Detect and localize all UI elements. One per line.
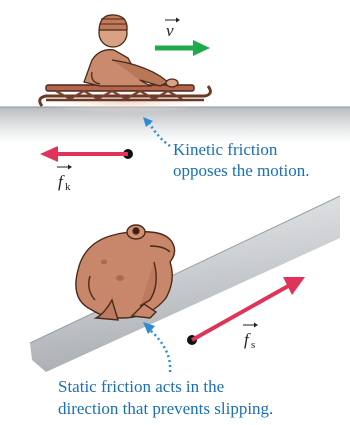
static-caption-line-2: direction that prevents slipping. xyxy=(58,399,273,418)
kinetic-friction-panel: v f k Kinetic friction opposes the motio… xyxy=(0,15,350,193)
svg-text:k: k xyxy=(65,181,71,193)
kinetic-caption-line-2: opposes the motion. xyxy=(173,161,309,180)
child-rider xyxy=(84,15,178,87)
velocity-label: v xyxy=(165,18,180,41)
kinetic-friction-arrow xyxy=(40,146,133,162)
static-pointer xyxy=(150,330,170,372)
svg-text:f: f xyxy=(58,172,65,191)
static-friction-panel: f s Static friction acts in the directio… xyxy=(30,196,340,418)
kinetic-friction-label: f k xyxy=(57,165,72,194)
incline-top-edge xyxy=(30,196,340,343)
svg-text:v: v xyxy=(166,21,174,40)
kinetic-caption-line-1: Kinetic friction xyxy=(173,140,278,159)
static-friction-label: f s xyxy=(243,323,258,352)
velocity-arrow xyxy=(155,40,210,56)
snow-surface xyxy=(0,107,350,142)
svg-text:f: f xyxy=(244,330,251,349)
static-caption-line-1: Static friction acts in the xyxy=(58,377,224,396)
svg-text:s: s xyxy=(251,339,255,351)
